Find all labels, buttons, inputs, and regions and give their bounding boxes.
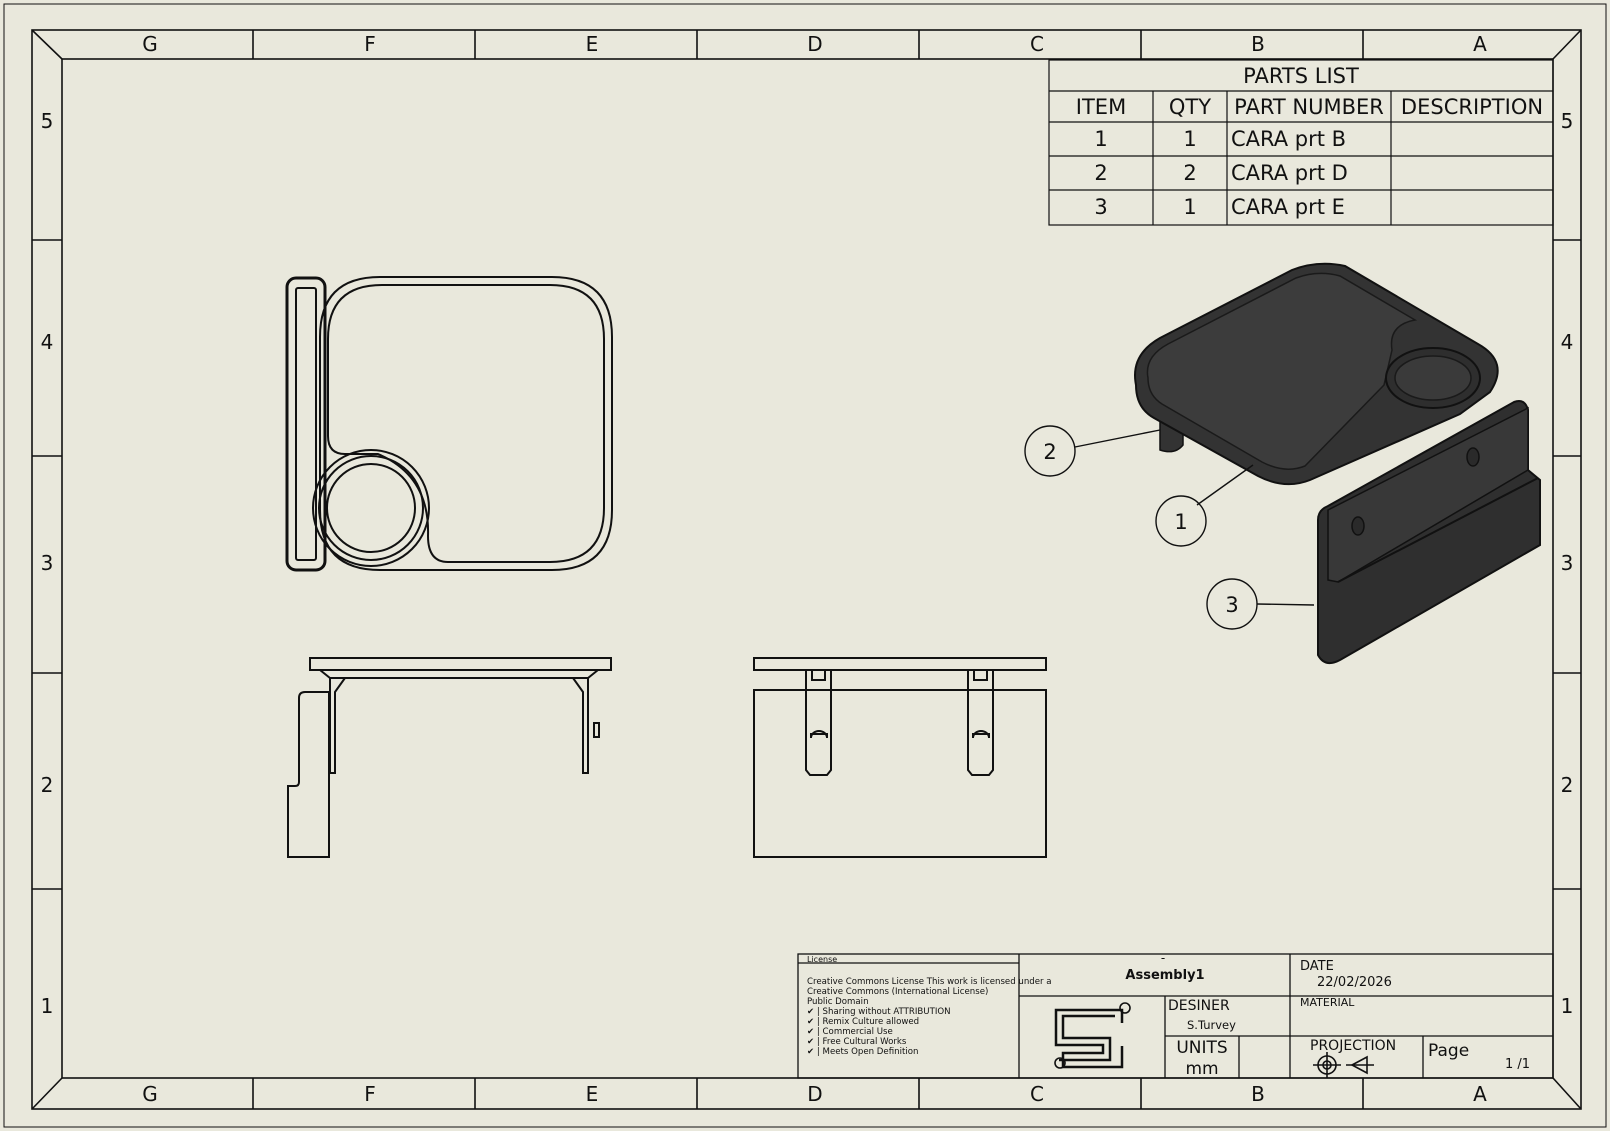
parts-list-header: DESCRIPTION xyxy=(1401,95,1543,119)
front-view xyxy=(287,657,612,858)
zone-col-bottom: E xyxy=(586,1082,599,1106)
zone-col-bottom: A xyxy=(1473,1082,1487,1106)
zone-col-bottom: C xyxy=(1030,1082,1044,1106)
parts-list-cell: 2 xyxy=(1094,161,1107,185)
license-line: Creative Commons License This work is li… xyxy=(807,977,1052,987)
zone-row-right: 4 xyxy=(1561,330,1574,354)
designer-value: S.Turvey xyxy=(1187,1018,1236,1032)
units-value: mm xyxy=(1185,1059,1218,1079)
units-label: UNITS xyxy=(1176,1038,1227,1058)
zone-col-top: F xyxy=(364,32,376,56)
zone-col-top: G xyxy=(142,32,158,56)
zone-row-left: 4 xyxy=(41,330,54,354)
side-view xyxy=(753,657,1047,858)
parts-list-cell: 3 xyxy=(1094,195,1107,219)
date-value: 22/02/2026 xyxy=(1317,975,1392,990)
projection-label: PROJECTION xyxy=(1310,1038,1396,1054)
page-value: 1 /1 xyxy=(1505,1057,1530,1072)
first-angle-projection-icon xyxy=(1313,1052,1374,1078)
isometric-view xyxy=(1134,262,1541,665)
balloon-3 xyxy=(1206,578,1258,630)
license-line: Creative Commons (International License) xyxy=(807,987,988,997)
zone-row-right: 5 xyxy=(1561,109,1574,133)
zone-row-right: 2 xyxy=(1561,773,1574,797)
parts-list-cell: 1 xyxy=(1094,127,1107,151)
parts-list-cell: CARA prt E xyxy=(1231,195,1345,219)
license-line: Public Domain xyxy=(807,997,869,1007)
parts-list-cell: CARA prt D xyxy=(1231,161,1348,185)
balloon-label: 3 xyxy=(1225,593,1238,617)
license-line: ✔ | Commercial Use xyxy=(807,1027,893,1037)
balloon-1 xyxy=(1155,495,1207,547)
zone-row-right: 1 xyxy=(1561,994,1574,1018)
page-label: Page xyxy=(1428,1041,1469,1061)
license-line: ✔ | Free Cultural Works xyxy=(807,1037,907,1047)
title-dash: - xyxy=(1161,951,1165,965)
zone-row-left: 3 xyxy=(41,551,54,575)
parts-list-header: PART NUMBER xyxy=(1234,95,1384,119)
parts-list-table: PARTS LIST ITEM QTY PART NUMBER DESCRIPT… xyxy=(1048,59,1554,226)
balloon-callouts: 1 2 3 xyxy=(1024,425,1315,630)
parts-list-title: PARTS LIST xyxy=(1243,64,1359,88)
zone-col-top: A xyxy=(1473,32,1487,56)
zone-col-top: C xyxy=(1030,32,1044,56)
zone-row-left: 1 xyxy=(41,994,54,1018)
license-line: ✔ | Meets Open Definition xyxy=(807,1047,918,1057)
zone-col-bottom: D xyxy=(807,1082,822,1106)
zone-col-top: E xyxy=(586,32,599,56)
title-block: License Creative Commons License This wo… xyxy=(797,951,1554,1079)
material-label: MATERIAL xyxy=(1300,996,1355,1009)
license-line: ✔ | Remix Culture allowed xyxy=(807,1017,919,1027)
parts-list-cell: 1 xyxy=(1183,195,1196,219)
zone-col-bottom: F xyxy=(364,1082,376,1106)
balloon-label: 2 xyxy=(1043,440,1056,464)
parts-list-header: QTY xyxy=(1169,95,1211,119)
balloon-label: 1 xyxy=(1174,510,1187,534)
date-label: DATE xyxy=(1300,959,1334,974)
zone-col-top: B xyxy=(1251,32,1265,56)
zone-col-bottom: B xyxy=(1251,1082,1265,1106)
parts-list-header: ITEM xyxy=(1076,95,1126,119)
parts-list-cell: 1 xyxy=(1183,127,1196,151)
parts-list-cell: CARA prt B xyxy=(1231,127,1346,151)
license-label: License xyxy=(807,955,837,964)
designer-label: DESINER xyxy=(1168,998,1230,1014)
parts-list-cell: 2 xyxy=(1183,161,1196,185)
zone-row-right: 3 xyxy=(1561,551,1574,575)
drawing-title: Assembly1 xyxy=(1125,968,1204,983)
zone-row-left: 5 xyxy=(41,109,54,133)
top-view xyxy=(285,276,613,572)
company-logo-icon xyxy=(1054,1002,1131,1069)
license-line: ✔ | Sharing without ATTRIBUTION xyxy=(807,1007,951,1017)
zone-col-top: D xyxy=(807,32,822,56)
balloon-2 xyxy=(1024,425,1076,477)
zone-row-left: 2 xyxy=(41,773,54,797)
zone-col-bottom: G xyxy=(142,1082,158,1106)
